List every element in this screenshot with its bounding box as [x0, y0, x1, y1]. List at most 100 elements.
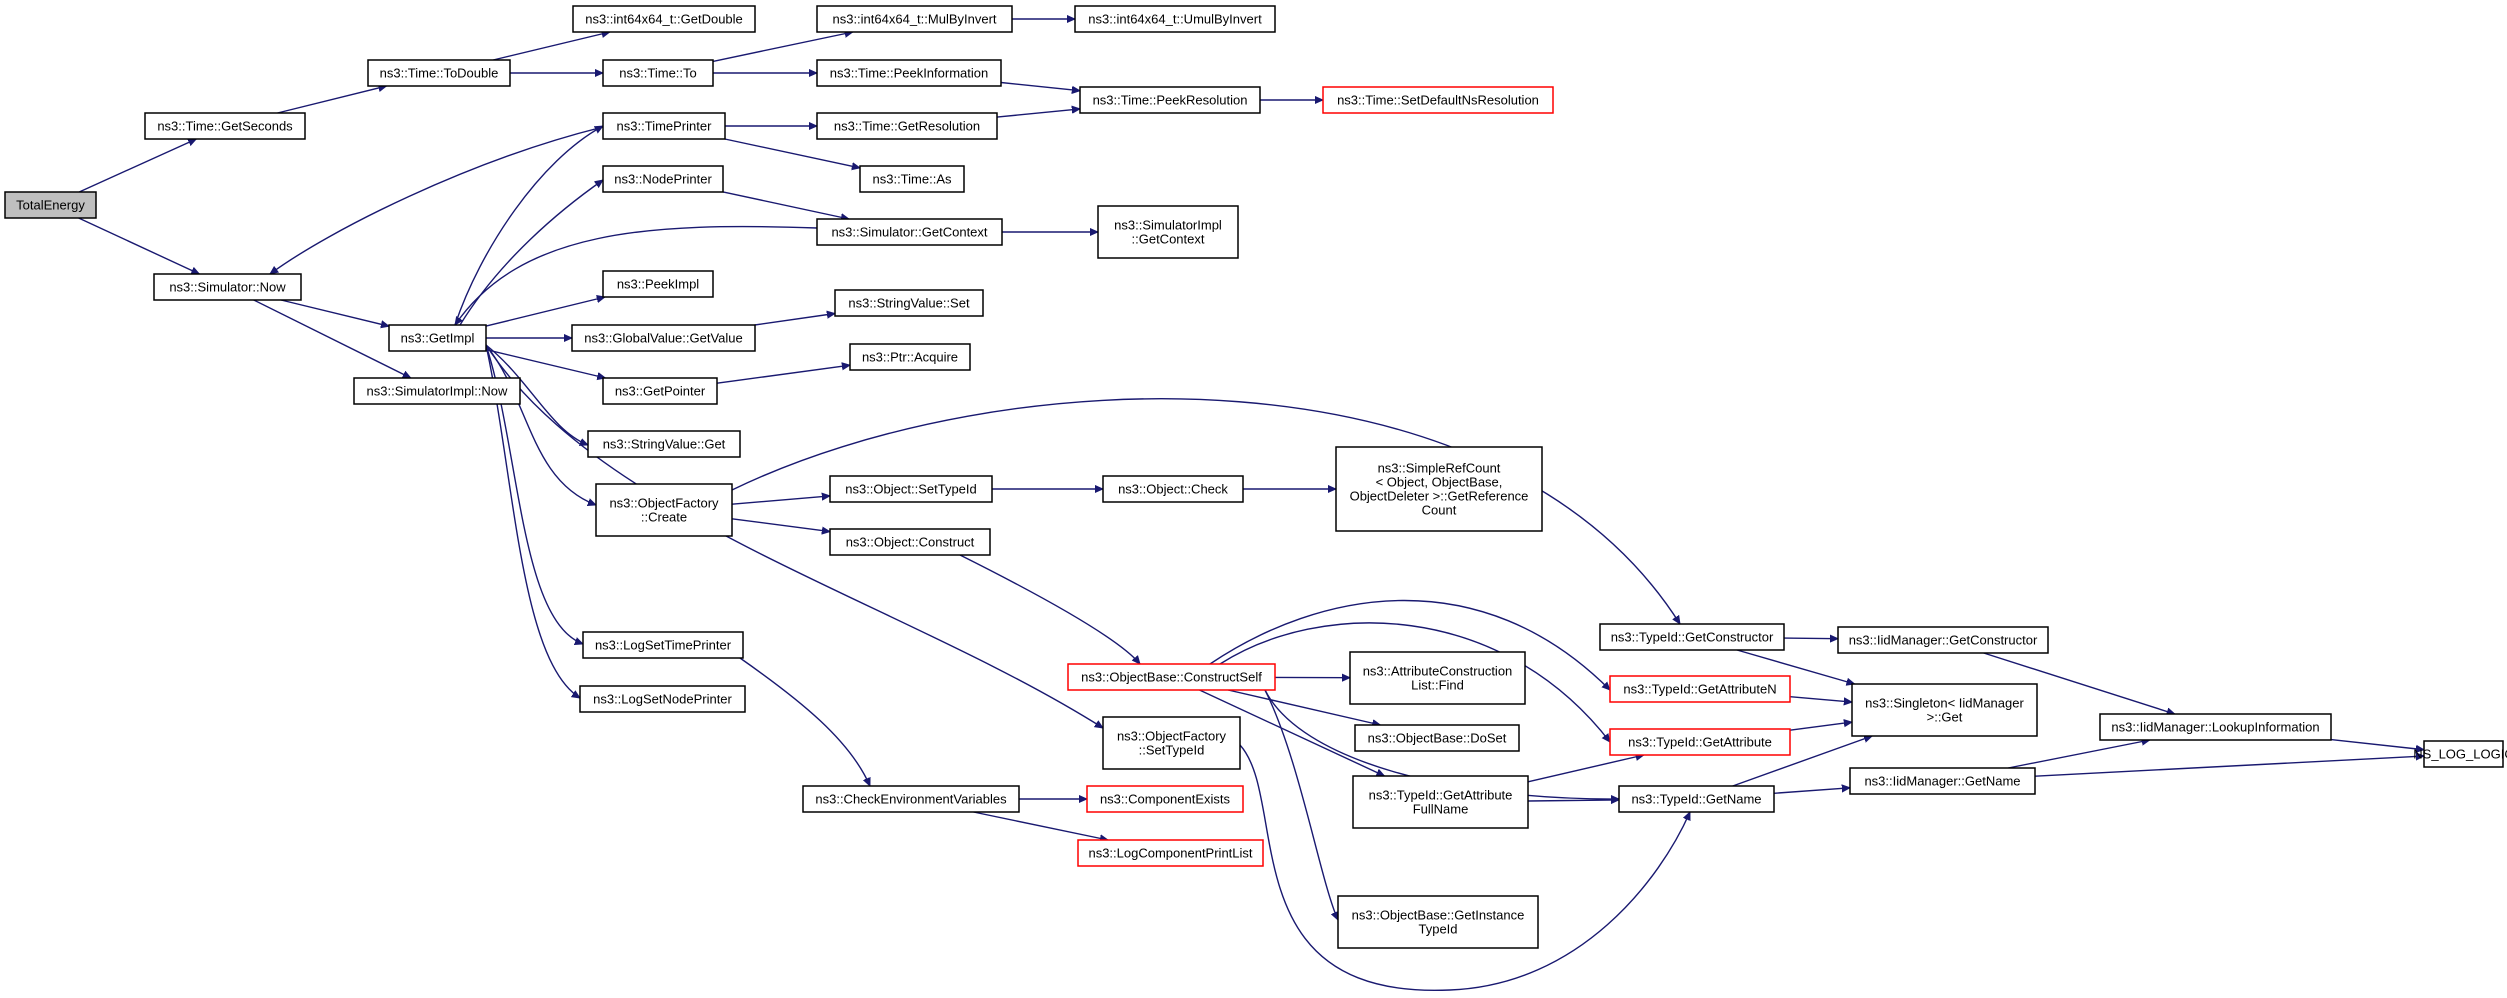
node-box-nodeprinter[interactable] — [602, 165, 724, 193]
node-tidgetconstructor[interactable]: ns3::TypeId::GetConstructor — [1599, 623, 1785, 651]
node-box-simimplnow[interactable] — [353, 377, 521, 405]
node-checkenv[interactable]: ns3::CheckEnvironmentVariables — [802, 785, 1020, 813]
node-box-timeprinter[interactable] — [602, 112, 726, 140]
node-box-getpointer[interactable] — [602, 377, 718, 405]
node-strvalget[interactable]: ns3::StringValue::Get — [587, 430, 741, 458]
node-getres[interactable]: ns3::Time::GetResolution — [816, 112, 998, 140]
node-box-logsettimeprinter[interactable] — [582, 631, 744, 659]
node-componentexists[interactable]: ns3::ComponentExists — [1086, 785, 1244, 813]
node-box-iidgetconstructor[interactable] — [1837, 626, 2049, 654]
node-obdoset[interactable]: ns3::ObjectBase::DoSet — [1354, 724, 1520, 752]
node-logsetnodeprinter[interactable]: ns3::LogSetNodePrinter — [579, 685, 746, 713]
node-timeprinter[interactable]: ns3::TimePrinter — [602, 112, 726, 140]
node-timeas[interactable]: ns3::Time::As — [859, 165, 965, 193]
node-box-obconstructself[interactable] — [1067, 663, 1276, 691]
node-box-getres[interactable] — [816, 112, 998, 140]
node-box-simimplgetcontext[interactable] — [1097, 205, 1239, 259]
node-box-mulbyinvert[interactable] — [816, 5, 1013, 33]
node-box-peekres[interactable] — [1079, 86, 1261, 114]
node-peekimpl[interactable]: ns3::PeekImpl — [602, 270, 714, 298]
node-box-singletonget[interactable] — [1851, 683, 2038, 737]
node-box-tidgetattributen[interactable] — [1609, 675, 1791, 703]
node-tidgetname[interactable]: ns3::TypeId::GetName — [1618, 785, 1775, 813]
node-box-getseconds[interactable] — [144, 112, 306, 140]
node-box-umulbyinvert[interactable] — [1074, 5, 1276, 33]
node-box-peekinfo[interactable] — [816, 59, 1002, 87]
node-simimplgetcontext[interactable]: ns3::SimulatorImpl::GetContext — [1097, 205, 1239, 259]
node-box-strvalget[interactable] — [587, 430, 741, 458]
node-box-total[interactable] — [4, 191, 97, 219]
node-todouble[interactable]: ns3::Time::ToDouble — [367, 59, 511, 87]
node-iidlookup[interactable]: ns3::IidManager::LookupInformation — [2099, 713, 2332, 741]
node-peekinfo[interactable]: ns3::Time::PeekInformation — [816, 59, 1002, 87]
node-logsettimeprinter[interactable]: ns3::LogSetTimePrinter — [582, 631, 744, 659]
node-ofcreate[interactable]: ns3::ObjectFactory::Create — [595, 483, 733, 537]
node-box-logsetnodeprinter[interactable] — [579, 685, 746, 713]
node-objsettypeid[interactable]: ns3::Object::SetTypeId — [829, 475, 993, 503]
node-simplerefcount[interactable]: ns3::SimpleRefCount< Object, ObjectBase,… — [1335, 446, 1543, 532]
node-box-peekimpl[interactable] — [602, 270, 714, 298]
node-tidgetattribute[interactable]: ns3::TypeId::GetAttribute — [1609, 728, 1791, 756]
node-box-checkenv[interactable] — [802, 785, 1020, 813]
node-obconstructself[interactable]: ns3::ObjectBase::ConstructSelf — [1067, 663, 1276, 691]
node-ptracquire[interactable]: ns3::Ptr::Acquire — [849, 343, 971, 371]
node-box-objsettypeid[interactable] — [829, 475, 993, 503]
node-singletonget[interactable]: ns3::Singleton< IidManager >::Get — [1851, 683, 2038, 737]
node-box-simplerefcount[interactable] — [1335, 446, 1543, 532]
node-box-tidgetattribute[interactable] — [1609, 728, 1791, 756]
node-gvgetvalue[interactable]: ns3::GlobalValue::GetValue — [571, 324, 756, 352]
node-nsloglogic[interactable]: NS_LOG_LOGIC — [2413, 740, 2507, 768]
node-box-ptracquire[interactable] — [849, 343, 971, 371]
node-box-tidgetname[interactable] — [1618, 785, 1775, 813]
node-simnow[interactable]: ns3::Simulator::Now — [153, 273, 302, 301]
node-box-simnow[interactable] — [153, 273, 302, 301]
node-peekres[interactable]: ns3::Time::PeekResolution — [1079, 86, 1261, 114]
node-box-todouble[interactable] — [367, 59, 511, 87]
node-box-ofsettypeid[interactable] — [1102, 716, 1241, 770]
node-iidgetname[interactable]: ns3::IidManager::GetName — [1849, 767, 2036, 795]
node-iidgetconstructor[interactable]: ns3::IidManager::GetConstructor — [1837, 626, 2049, 654]
node-box-objconstruct[interactable] — [829, 528, 991, 556]
node-box-iidlookup[interactable] — [2099, 713, 2332, 741]
node-logcomponentprintlist[interactable]: ns3::LogComponentPrintList — [1077, 839, 1264, 867]
node-box-timeto[interactable] — [602, 59, 714, 87]
node-box-componentexists[interactable] — [1086, 785, 1244, 813]
node-objcheck[interactable]: ns3::Object::Check — [1102, 475, 1244, 503]
node-setdefault[interactable]: ns3::Time::SetDefaultNsResolution — [1322, 86, 1554, 114]
node-box-setdefault[interactable] — [1322, 86, 1554, 114]
node-box-ofcreate[interactable] — [595, 483, 733, 537]
node-getseconds[interactable]: ns3::Time::GetSeconds — [144, 112, 306, 140]
node-getimpl[interactable]: ns3::GetImpl — [388, 324, 487, 352]
node-timeto[interactable]: ns3::Time::To — [602, 59, 714, 87]
node-ofsettypeid[interactable]: ns3::ObjectFactory::SetTypeId — [1102, 716, 1241, 770]
node-box-strvalset[interactable] — [834, 289, 984, 317]
node-total[interactable]: TotalEnergy — [4, 191, 97, 219]
node-mulbyinvert[interactable]: ns3::int64x64_t::MulByInvert — [816, 5, 1013, 33]
node-box-tidgetconstructor[interactable] — [1599, 623, 1785, 651]
node-box-getimpl[interactable] — [388, 324, 487, 352]
node-getdouble[interactable]: ns3::int64x64_t::GetDouble — [572, 5, 756, 33]
node-tidgetattributen[interactable]: ns3::TypeId::GetAttributeN — [1609, 675, 1791, 703]
node-box-attrconstruction[interactable] — [1349, 651, 1526, 705]
node-box-timeas[interactable] — [859, 165, 965, 193]
node-umulbyinvert[interactable]: ns3::int64x64_t::UmulByInvert — [1074, 5, 1276, 33]
node-simgetcontext[interactable]: ns3::Simulator::GetContext — [816, 218, 1003, 246]
node-strvalset[interactable]: ns3::StringValue::Set — [834, 289, 984, 317]
node-box-objcheck[interactable] — [1102, 475, 1244, 503]
node-box-logcomponentprintlist[interactable] — [1077, 839, 1264, 867]
node-box-obdoset[interactable] — [1354, 724, 1520, 752]
node-objconstruct[interactable]: ns3::Object::Construct — [829, 528, 991, 556]
node-simimplnow[interactable]: ns3::SimulatorImpl::Now — [353, 377, 521, 405]
node-box-getdouble[interactable] — [572, 5, 756, 33]
node-box-simgetcontext[interactable] — [816, 218, 1003, 246]
node-box-obgetinstancetypeid[interactable] — [1337, 895, 1539, 949]
node-getpointer[interactable]: ns3::GetPointer — [602, 377, 718, 405]
node-box-tidgetattrfullname[interactable] — [1352, 775, 1529, 829]
node-box-gvgetvalue[interactable] — [571, 324, 756, 352]
node-box-iidgetname[interactable] — [1849, 767, 2036, 795]
node-box-nsloglogic[interactable] — [2423, 740, 2504, 768]
node-nodeprinter[interactable]: ns3::NodePrinter — [602, 165, 724, 193]
